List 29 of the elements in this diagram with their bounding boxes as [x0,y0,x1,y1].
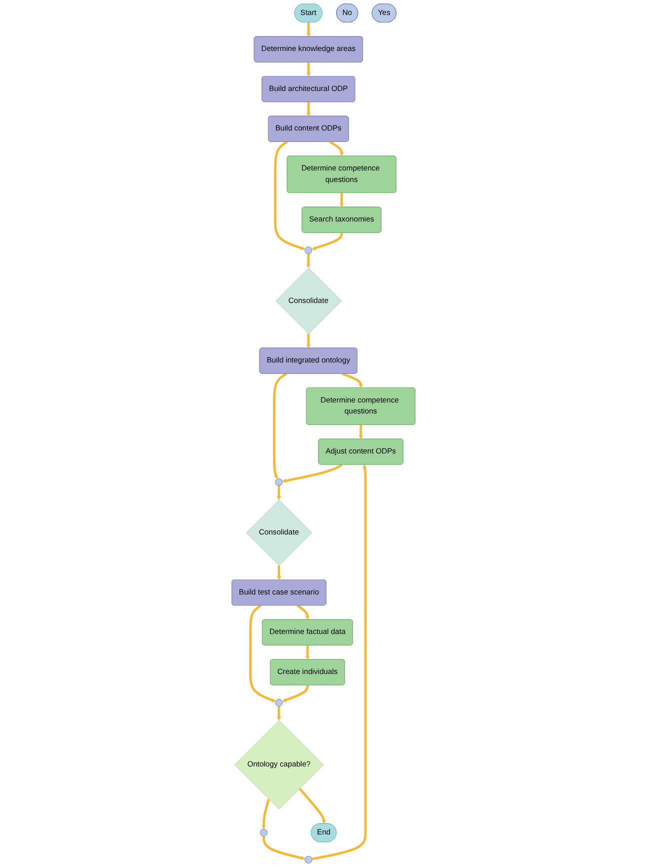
arrow [306,102,311,116]
arrow [276,486,281,500]
arrow [306,22,311,37]
arrow [306,334,311,348]
arrow [306,254,310,268]
arrow [306,62,311,77]
arrow [312,232,343,250]
arrow [276,706,281,721]
arrow [358,424,363,440]
arrow [276,566,282,580]
arrow [340,192,344,208]
arrow [296,604,310,620]
arrow [329,140,344,156]
node-circle [304,856,312,864]
arrow [305,645,310,660]
arrow [274,140,306,250]
arrow [249,604,276,702]
arrow [282,685,309,702]
node-circle [304,246,312,254]
arrow [312,464,367,860]
arrow [262,836,306,860]
arrow [298,788,326,824]
node-circle [275,478,283,486]
arrow [342,372,363,388]
node-circle [275,698,283,706]
arrow [262,798,270,830]
arrow [282,464,343,483]
node-circle [260,828,268,836]
arrow [273,372,288,480]
